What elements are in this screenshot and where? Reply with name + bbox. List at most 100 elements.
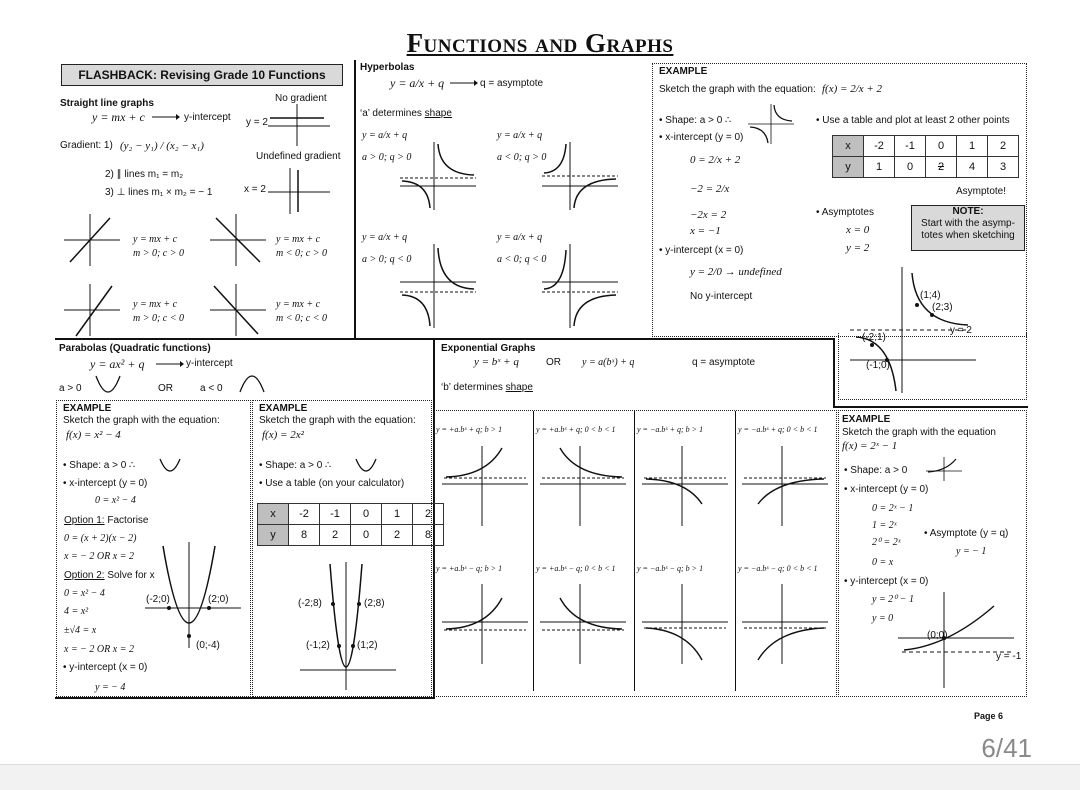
hyperbolas-heading: Hyperbolas (360, 62, 415, 73)
hyp-example-label: EXAMPLE (659, 66, 708, 77)
table-row: x -2 -1 0 1 2 (257, 503, 444, 525)
par1-x-int: • x-intercept (y = 0) (63, 478, 148, 489)
par1-s5: 4 = x² (64, 606, 89, 617)
par2-table-instr-text: Use a table (on your calculator) (265, 478, 405, 489)
par1-y-int-text: y-intercept (x = 0) (69, 662, 148, 673)
hyp-case-1-cond: a > 0; q > 0 (362, 152, 412, 163)
line-2-eq: y = mx + c (276, 234, 321, 245)
a-pos-label: a > 0 (59, 383, 82, 394)
exp-col-div-2 (634, 411, 635, 691)
exp-bottom-label-3: y = −a.bˣ − q; b > 1 (637, 564, 704, 573)
hyperbola-example-graph (850, 267, 976, 393)
hyperbola-eq: y = a/x + q (390, 76, 445, 90)
opt2-label: Option 2: (64, 570, 105, 581)
page-number: Page 6 (974, 711, 1004, 721)
hyp-case-1-eq: y = a/x + q (362, 130, 408, 141)
exp-top-label-1: y = +a.bˣ + q; b > 1 (436, 425, 503, 434)
exp-asym: • Asymptote (y = q) (924, 528, 1009, 539)
hyp-x-int: • x-intercept (y = 0) (659, 132, 744, 143)
hyp-y-int: • y-intercept (x = 0) (659, 245, 744, 256)
exp-step-3: 2⁰ = 2ˣ (872, 537, 901, 548)
divider-bottom (55, 697, 435, 699)
par2-point-2: (2;8) (364, 598, 385, 609)
hyp-step-1: 0 = 2/x + 2 (690, 154, 741, 166)
exp-bottom-label-4: y = −a.bˣ − q; 0 < b < 1 (738, 564, 818, 573)
line-2-cond: m < 0; c > 0 (276, 248, 327, 259)
line-1-cond: m > 0; c > 0 (133, 248, 184, 259)
exp-graph-bottom-2 (540, 584, 626, 664)
a-determines-text: ‘a’ determines (360, 108, 422, 119)
exp-y-step-2: y = 0 (872, 613, 894, 624)
exp-col-div-1 (533, 411, 534, 691)
flashback-heading: FLASHBACK: Revising Grade 10 Functions (61, 64, 343, 86)
hyp-table-instr: • Use a table and plot at least 2 other … (816, 115, 1010, 126)
shape-text: shape (424, 108, 452, 119)
hyp-point-1: (1;4) (920, 290, 941, 301)
exp-y-m1-label: y = -1 (996, 651, 1022, 662)
par1-shape-text: Shape: a > 0 ∴ (69, 460, 136, 471)
table-cell: 1 (863, 156, 895, 178)
exp-graph-bottom-4 (742, 584, 828, 664)
par2-shape-text: Shape: a > 0 ∴ (265, 460, 332, 471)
line-graph-2 (210, 214, 266, 266)
exp-step-1: 0 = 2ˣ − 1 (872, 503, 914, 514)
par1-s4: 0 = x² − 4 (64, 588, 105, 599)
exp-q-asym: q = asymptote (692, 357, 756, 368)
opt2-text: Solve for x (107, 570, 155, 581)
hyp-step-4: x = −1 (690, 225, 721, 237)
exp-shape-icon (926, 457, 962, 481)
exp-graph-top-4 (742, 446, 828, 526)
exp-eq-2: y = a(bˣ) + q (582, 357, 635, 368)
hyp-point-3: (-2;1) (862, 332, 886, 343)
table-cell: 8 (288, 524, 320, 546)
exp-or: OR (546, 357, 561, 368)
hyp-asym-y: y = 2 (846, 242, 870, 254)
table-cell: 0 (925, 135, 957, 157)
exp-x-int: • x-intercept (y = 0) (844, 484, 929, 495)
parabolas-heading: Parabolas (Quadratic functions) (59, 343, 211, 354)
note-text: Start with the asymp- totes when sketchi… (921, 218, 1015, 241)
par1-prompt: Sketch the graph with the equation: (63, 415, 220, 426)
table-cell: -1 (894, 135, 926, 157)
hyperbola-graph-2 (542, 142, 618, 210)
table-cell: 2 (987, 135, 1019, 157)
parabola-example-2-graph (300, 562, 396, 690)
par1-point-2: (2;0) (208, 594, 229, 605)
exp-asym-text: Asymptote (y = q) (929, 528, 1009, 539)
par2-label: EXAMPLE (259, 403, 308, 414)
par1-point-3: (0;-4) (196, 640, 220, 651)
x-eq-2-label: x = 2 (244, 184, 266, 195)
hyp-case-3-cond: a > 0; q < 0 (362, 254, 412, 265)
par1-y-int: • y-intercept (x = 0) (63, 662, 148, 673)
hyp-step-2: −2 = 2/x (690, 183, 730, 195)
hyp-example-prompt: Sketch the graph with the equation: (659, 84, 816, 95)
exp-graph-bottom-3 (642, 584, 728, 664)
arrow-icon (156, 361, 184, 367)
exp-step-2: 1 = 2ˣ (872, 520, 897, 531)
table-cell: -2 (863, 135, 895, 157)
exp-col-div-3 (735, 411, 736, 691)
hyp-shape-text: Shape: a > 0 ∴ (665, 115, 732, 126)
exp-top-label-3: y = −a.bˣ + q; b > 1 (637, 425, 704, 434)
hyperbola-example-box (652, 63, 1027, 337)
exp-asym-eq: y = − 1 (956, 546, 987, 557)
par1-opt1: Option 1: Factorise (64, 515, 149, 526)
exp-bottom-label-1: y = +a.bˣ − q; b > 1 (436, 564, 503, 573)
exp-y-int-text: y-intercept (x = 0) (850, 576, 929, 587)
hyp-point-4: (-1;0) (866, 360, 890, 371)
hyperbola-graph-1 (400, 142, 476, 210)
table-cell: x (832, 135, 864, 157)
par1-shape: • Shape: a > 0 ∴ (63, 460, 136, 471)
table-cell: 0 (350, 503, 382, 525)
line-graph-1 (64, 214, 120, 266)
gradient-label: Gradient: 1) (60, 140, 113, 151)
table-cell: 2 (925, 156, 957, 178)
asymptote-note: Asymptote! (956, 186, 1007, 197)
parabola-or: OR (158, 383, 173, 394)
par1-s8: y = − 4 (95, 682, 126, 693)
divider-vertical-top (354, 60, 356, 340)
table-cell: 2 (381, 524, 413, 546)
divider-exp-right (833, 338, 835, 408)
exp-example-func: f(x) = 2ˣ − 1 (842, 440, 898, 452)
exp-x-int-text: x-intercept (y = 0) (850, 484, 929, 495)
